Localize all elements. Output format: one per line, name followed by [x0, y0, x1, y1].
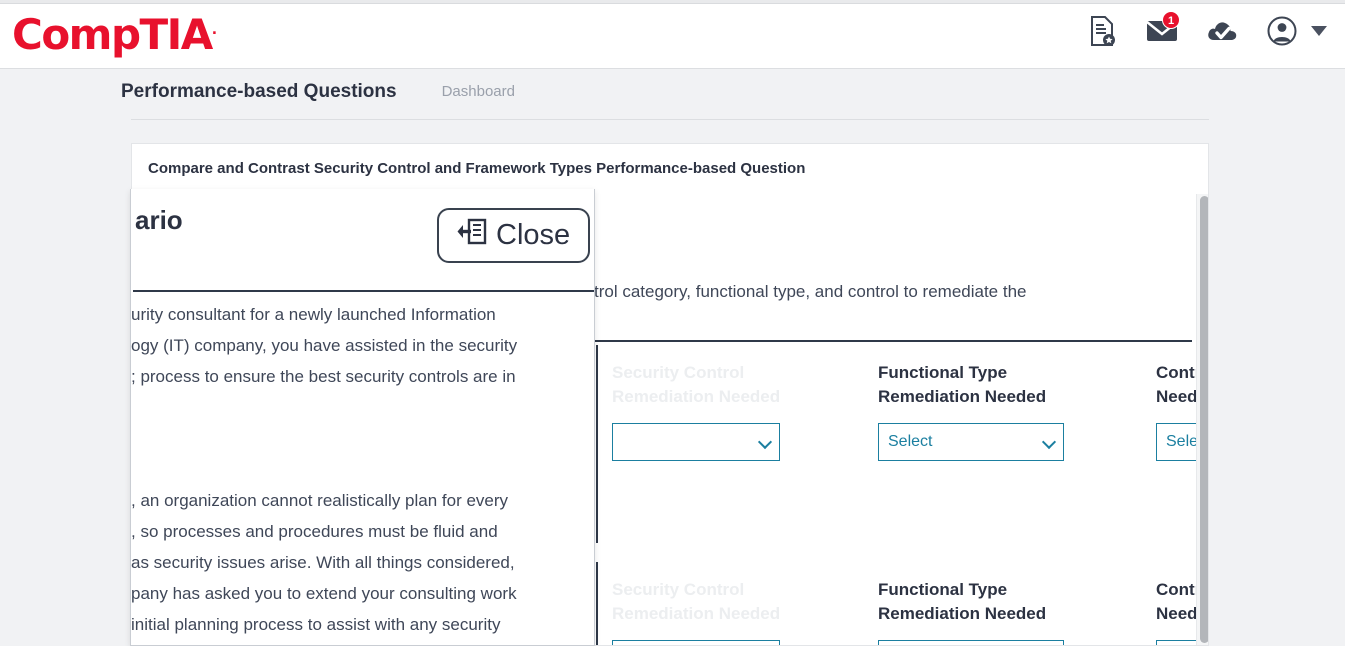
content-scrollbar[interactable]	[1196, 194, 1208, 645]
breadcrumb[interactable]: Dashboard	[441, 83, 515, 100]
column-functional-type-remediation: Functional Type Remediation Needed Selec…	[878, 361, 1064, 461]
row-divider	[596, 562, 598, 645]
chevron-down-icon[interactable]	[1311, 26, 1327, 36]
scenario-line: , so processes and procedures must be fl…	[131, 522, 498, 541]
scenario-modal-divider	[133, 290, 594, 292]
close-button-label: Close	[496, 219, 571, 251]
column-security-control-remediation: Security Control Remediation Needed	[612, 578, 797, 645]
comptia-logo[interactable]: CompTIA.	[12, 8, 217, 59]
column-header-line-2: Remediation Needed	[612, 387, 781, 406]
column-header-line-1: Control Remediat	[1156, 363, 1196, 382]
mail-unread-badge: 1	[1162, 11, 1180, 29]
page-title: Performance-based Questions	[121, 81, 397, 102]
page-header: Performance-based Questions Dashboard	[121, 78, 1209, 120]
question-card-title: Compare and Contrast Security Control an…	[148, 160, 806, 177]
row-divider	[596, 345, 598, 543]
column-control-remediation: Control Remediat Needed Select	[1156, 578, 1196, 645]
functional-type-select[interactable]: Select	[878, 640, 1064, 645]
column-control-remediation: Control Remediat Needed Select	[1156, 361, 1196, 461]
security-control-select[interactable]	[612, 423, 780, 461]
security-control-select[interactable]	[612, 640, 780, 645]
select-value: Select	[888, 433, 933, 450]
instructions-divider	[146, 340, 1192, 342]
scenario-line: as security issues arise. With all thing…	[131, 553, 515, 572]
scrollbar-thumb[interactable]	[1200, 196, 1208, 643]
column-header-line-1: Security Control	[612, 363, 745, 382]
mail-icon[interactable]: 1	[1145, 11, 1180, 48]
control-select[interactable]: Select	[1156, 640, 1196, 645]
column-header-line-1: Functional Type	[878, 363, 1008, 382]
comptia-logo-text: CompTIA	[12, 10, 213, 59]
chevron-down-icon	[757, 434, 773, 450]
column-security-control-remediation: Security Control Remediation Needed	[612, 361, 797, 461]
scenario-line: ; process to ensure the best security co…	[131, 367, 516, 386]
cloud-check-icon[interactable]	[1205, 14, 1239, 48]
topbar-hairline	[0, 0, 1345, 4]
instructions-visible-text: trol category, functional type, and cont…	[594, 282, 1027, 301]
column-header-line-1: Functional Type	[878, 580, 1008, 599]
column-header-line-2: Remediation Needed	[878, 604, 1047, 623]
functional-type-select[interactable]: Select	[878, 423, 1064, 461]
scenario-modal: ario Close urity consultant for a newly …	[130, 189, 595, 646]
scenario-line: ogy (IT) company, you have assisted in t…	[131, 336, 518, 355]
scenario-line: , an organization cannot realistically p…	[131, 491, 509, 510]
column-header-line-1: Security Control	[612, 580, 745, 599]
scenario-modal-title: ario	[135, 205, 183, 235]
select-value: Select	[1166, 433, 1196, 450]
chevron-down-icon	[1041, 434, 1057, 450]
scenario-line: urity consultant for a newly launched In…	[131, 305, 496, 324]
top-icon-group: 1	[1085, 11, 1327, 48]
user-avatar-icon[interactable]	[1265, 14, 1299, 48]
scenario-line: pany has asked you to extend your consul…	[131, 584, 517, 603]
column-header-line-2: Needed	[1156, 387, 1196, 406]
close-button[interactable]: Close	[437, 208, 591, 263]
column-functional-type-remediation: Functional Type Remediation Needed Selec…	[878, 578, 1064, 645]
control-select[interactable]: Select	[1156, 423, 1196, 461]
document-star-icon[interactable]	[1085, 14, 1119, 48]
scenario-line: initial planning process to assist with …	[131, 615, 501, 634]
column-header-line-2: Remediation Needed	[612, 604, 781, 623]
column-header-line-1: Control Remediat	[1156, 580, 1196, 599]
column-header-line-2: Needed	[1156, 604, 1196, 623]
top-navigation-bar: CompTIA. 1	[0, 0, 1345, 69]
comptia-logo-registered: .	[211, 22, 217, 38]
scenario-paragraph-gap	[133, 392, 593, 485]
scenario-line: at arise in the first few months of busi…	[131, 640, 593, 645]
column-header-line-2: Remediation Needed	[878, 387, 1047, 406]
exit-arrow-icon	[457, 218, 487, 253]
scenario-modal-body: urity consultant for a newly launched In…	[131, 299, 593, 645]
